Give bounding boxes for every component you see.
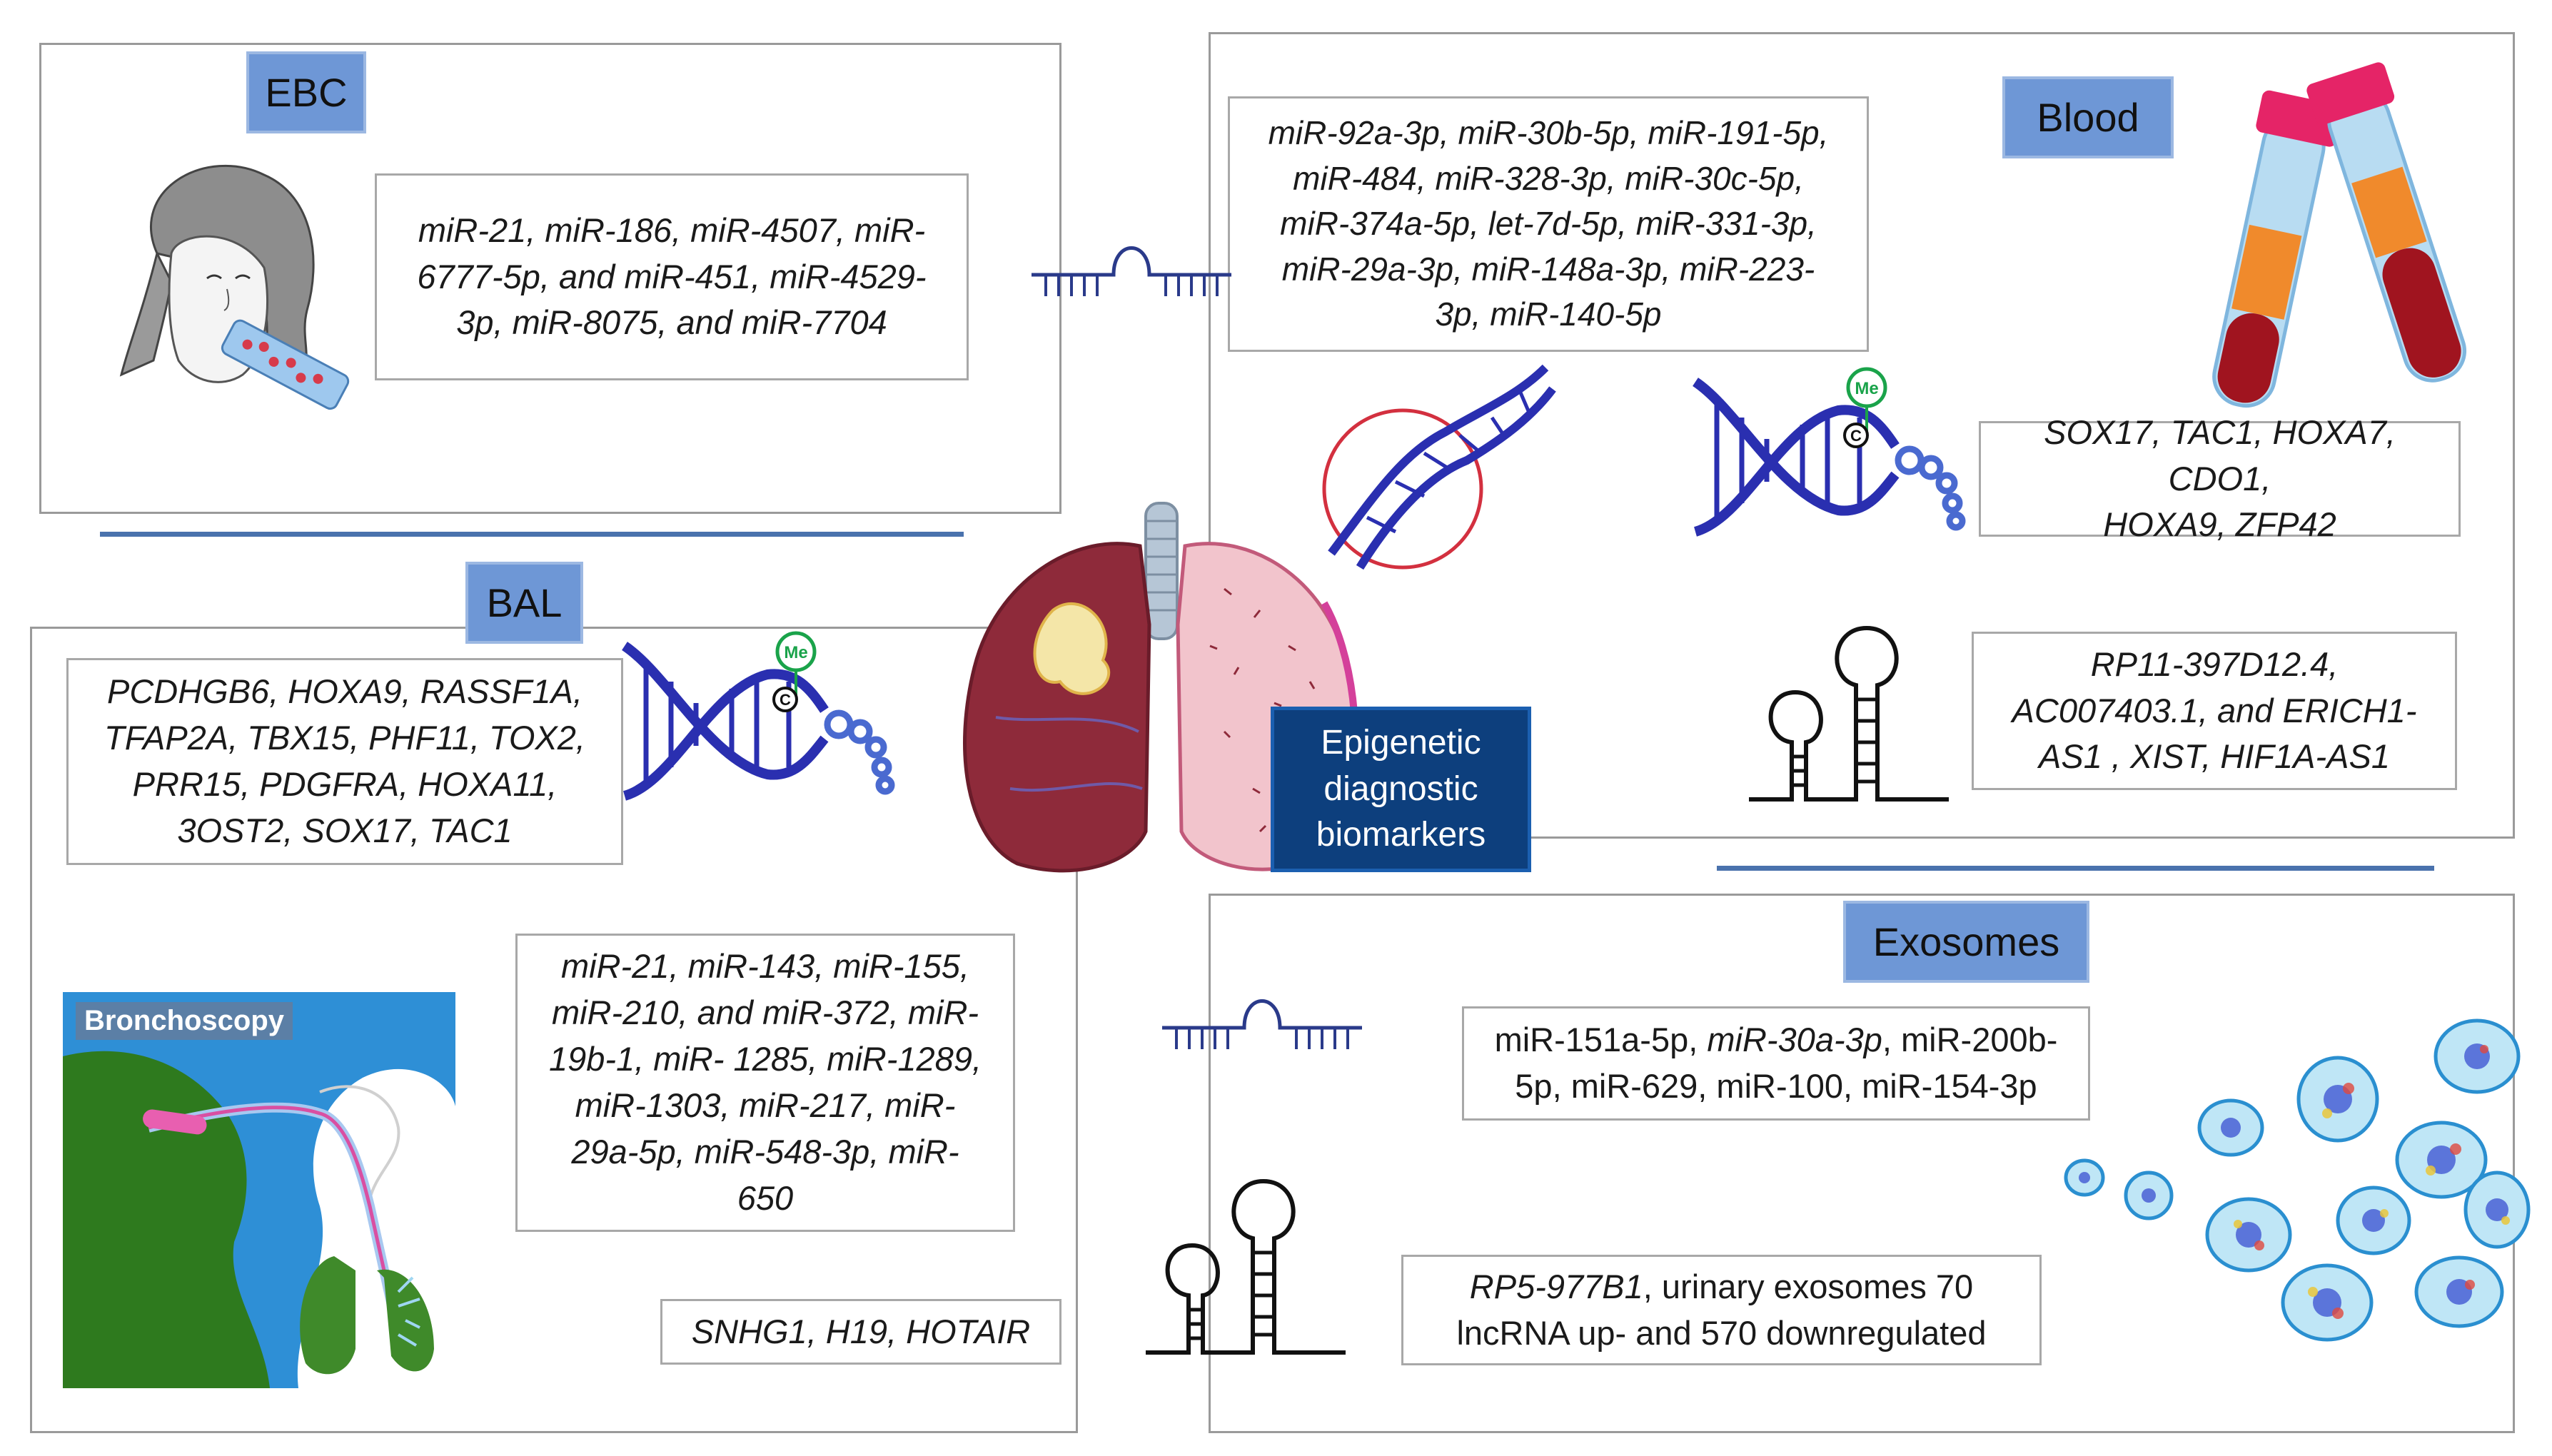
- cytosine-label-bal: C: [780, 691, 791, 709]
- exosome-vesicles-illustration: [2064, 1018, 2531, 1342]
- exosomes-mirna-part2: miR-30a-3p: [1707, 1021, 1882, 1059]
- bronchoscopy-illustration: Bronchoscopy: [63, 992, 455, 1388]
- blood-exosomes-separator: [1717, 866, 2434, 871]
- exosomes-mirna-part3: , miR-200b- 5p, miR-629, miR-100, miR-15…: [1515, 1021, 2058, 1105]
- methyl-label-bal: Me: [784, 643, 807, 662]
- ebc-mirna-box: miR-21, miR-186, miR-4507, miR- 6777-5p,…: [375, 173, 969, 380]
- bronchoscopy-label: Bronchoscopy: [76, 1002, 293, 1040]
- dna-helix-icon-red: [1322, 364, 1556, 570]
- exosomes-mirna-box: miR-151a-5p, miR-30a-3p, miR-200b- 5p, m…: [1462, 1006, 2090, 1121]
- exosomes-mirna-part1: miR-151a-5p,: [1494, 1021, 1708, 1059]
- ebc-panel: [39, 43, 1061, 514]
- exosomes-panel: [1209, 894, 2515, 1433]
- bal-mirna-box: miR-21, miR-143, miR-155, miR-210, and m…: [515, 934, 1015, 1232]
- blood-tubes-illustration: [2212, 62, 2467, 408]
- methyl-label-blood: Me: [1855, 379, 1878, 398]
- blood-panel: [1209, 32, 2515, 839]
- methylated-dna-icon-blood: Me C: [1693, 367, 1966, 537]
- mirna-hairpin-icon-exosomes: [1162, 999, 1362, 1049]
- center-title-box: Epigenetic diagnostic biomarkers: [1271, 707, 1531, 872]
- methylated-dna-icon-bal: Me C: [622, 631, 895, 801]
- mirna-hairpin-icon-top: [1032, 246, 1231, 296]
- blood-methylation-box: SOX17, TAC1, HOXA7, CDO1, HOXA9, ZFP42: [1979, 413, 2461, 543]
- blood-tag: Blood: [2002, 76, 2174, 158]
- exosomes-lncrna-rest: , urinary exosomes 70 lncRNA up- and 570…: [1456, 1267, 1987, 1352]
- bal-tag: BAL: [465, 562, 583, 644]
- exosomes-tag: Exosomes: [1843, 901, 2089, 983]
- ebc-person-illustration: [119, 164, 350, 410]
- ebc-bal-separator: [100, 532, 964, 537]
- lncrna-stemloop-icon-exosomes: [1146, 1178, 1346, 1355]
- blood-mirna-box: miR-92a-3p, miR-30b-5p, miR-191-5p, miR-…: [1228, 96, 1869, 352]
- blood-lncrna-box: RP11-397D12.4, AC007403.1, and ERICH1- A…: [1972, 632, 2457, 790]
- exosomes-lncrna-italic: RP5-977B1: [1469, 1267, 1643, 1305]
- ebc-tag: EBC: [246, 51, 366, 133]
- exosomes-lncrna-box: RP5-977B1, urinary exosomes 70 lncRNA up…: [1401, 1255, 2042, 1365]
- lncrna-stemloop-icon-blood: [1749, 625, 1949, 802]
- cytosine-label-blood: C: [1850, 427, 1862, 445]
- bal-lncrna-box: SNHG1, H19, HOTAIR: [660, 1299, 1061, 1365]
- bal-methylation-box: PCDHGB6, HOXA9, RASSF1A, TFAP2A, TBX15, …: [66, 658, 623, 865]
